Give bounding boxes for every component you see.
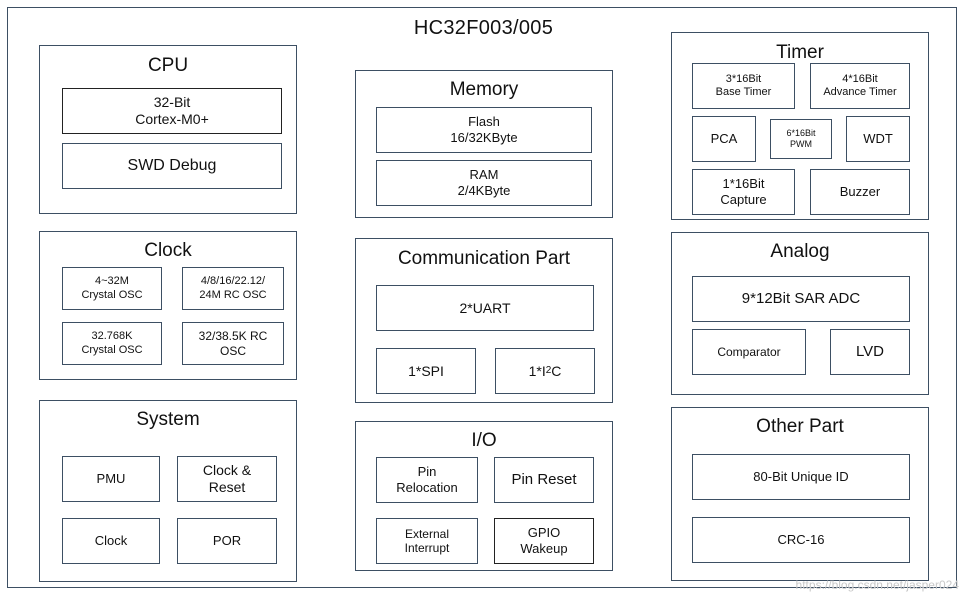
- pca-box: PCA: [692, 116, 756, 162]
- cpu-block: CPU 32-Bit Cortex-M0+ SWD Debug: [39, 45, 297, 214]
- analog-title: Analog: [770, 241, 830, 262]
- base-timer-box: 3*16Bit Base Timer: [692, 63, 795, 109]
- system-clock-box: Clock: [62, 518, 160, 564]
- advance-timer-box: 4*16Bit Advance Timer: [810, 63, 910, 109]
- rc-osc-38k-box: 32/38.5K RC OSC: [182, 322, 284, 365]
- memory-block: Memory Flash 16/32KByte RAM 2/4KByte: [355, 70, 613, 218]
- crc-16-box: CRC-16: [692, 517, 910, 563]
- timer-title: Timer: [776, 42, 824, 63]
- buzzer-box: Buzzer: [810, 169, 910, 215]
- spi-box: 1*SPI: [376, 348, 476, 394]
- flash-box: Flash 16/32KByte: [376, 107, 592, 153]
- clock-title: Clock: [144, 240, 192, 261]
- analog-block: Analog 9*12Bit SAR ADC Comparator LVD: [671, 232, 929, 395]
- comparator-box: Comparator: [692, 329, 806, 375]
- pin-relocation-box: Pin Relocation: [376, 457, 478, 503]
- adc-box: 9*12Bit SAR ADC: [692, 276, 910, 322]
- timer-block: Timer 3*16Bit Base Timer 4*16Bit Advance…: [671, 32, 929, 220]
- system-block: System PMU Clock & Reset Clock POR: [39, 400, 297, 582]
- clock-block: Clock 4~32M Crystal OSC 4/8/16/22.12/ 24…: [39, 231, 297, 380]
- unique-id-box: 80-Bit Unique ID: [692, 454, 910, 500]
- uart-box: 2*UART: [376, 285, 594, 331]
- wdt-box: WDT: [846, 116, 910, 162]
- other-part-block: Other Part 80-Bit Unique ID CRC-16: [671, 407, 929, 581]
- pwm-box: 6*16Bit PWM: [770, 119, 832, 159]
- communication-title: Communication Part: [397, 248, 571, 269]
- external-interrupt-box: External Interrupt: [376, 518, 478, 564]
- pmu-box: PMU: [62, 456, 160, 502]
- cpu-title: CPU: [147, 55, 189, 76]
- watermark: https://blog.csdn.net/jasper024: [795, 578, 959, 592]
- crystal-osc-4-32m-box: 4~32M Crystal OSC: [62, 267, 162, 310]
- ram-box: RAM 2/4KByte: [376, 160, 592, 206]
- gpio-wakeup-box: GPIO Wakeup: [494, 518, 594, 564]
- diagram-title: HC32F003/005: [413, 17, 554, 39]
- rc-osc-24m-box: 4/8/16/22.12/ 24M RC OSC: [182, 267, 284, 310]
- io-title: I/O: [471, 430, 497, 451]
- lvd-box: LVD: [830, 329, 910, 375]
- system-title: System: [136, 409, 200, 430]
- clock-reset-box: Clock & Reset: [177, 456, 277, 502]
- i2c-suffix: C: [551, 362, 562, 379]
- swd-debug-box: SWD Debug: [62, 143, 282, 189]
- memory-title: Memory: [449, 79, 519, 100]
- crystal-osc-32k-box: 32.768K Crystal OSC: [62, 322, 162, 365]
- diagram-frame: [7, 7, 957, 588]
- capture-box: 1*16Bit Capture: [692, 169, 795, 215]
- pin-reset-box: Pin Reset: [494, 457, 594, 503]
- other-part-title: Other Part: [756, 416, 844, 437]
- por-box: POR: [177, 518, 277, 564]
- i2c-superscript: 2: [545, 365, 552, 376]
- i2c-prefix: 1*I: [528, 362, 546, 379]
- io-block: I/O Pin Relocation Pin Reset External In…: [355, 421, 613, 571]
- cpu-core-box: 32-Bit Cortex-M0+: [62, 88, 282, 134]
